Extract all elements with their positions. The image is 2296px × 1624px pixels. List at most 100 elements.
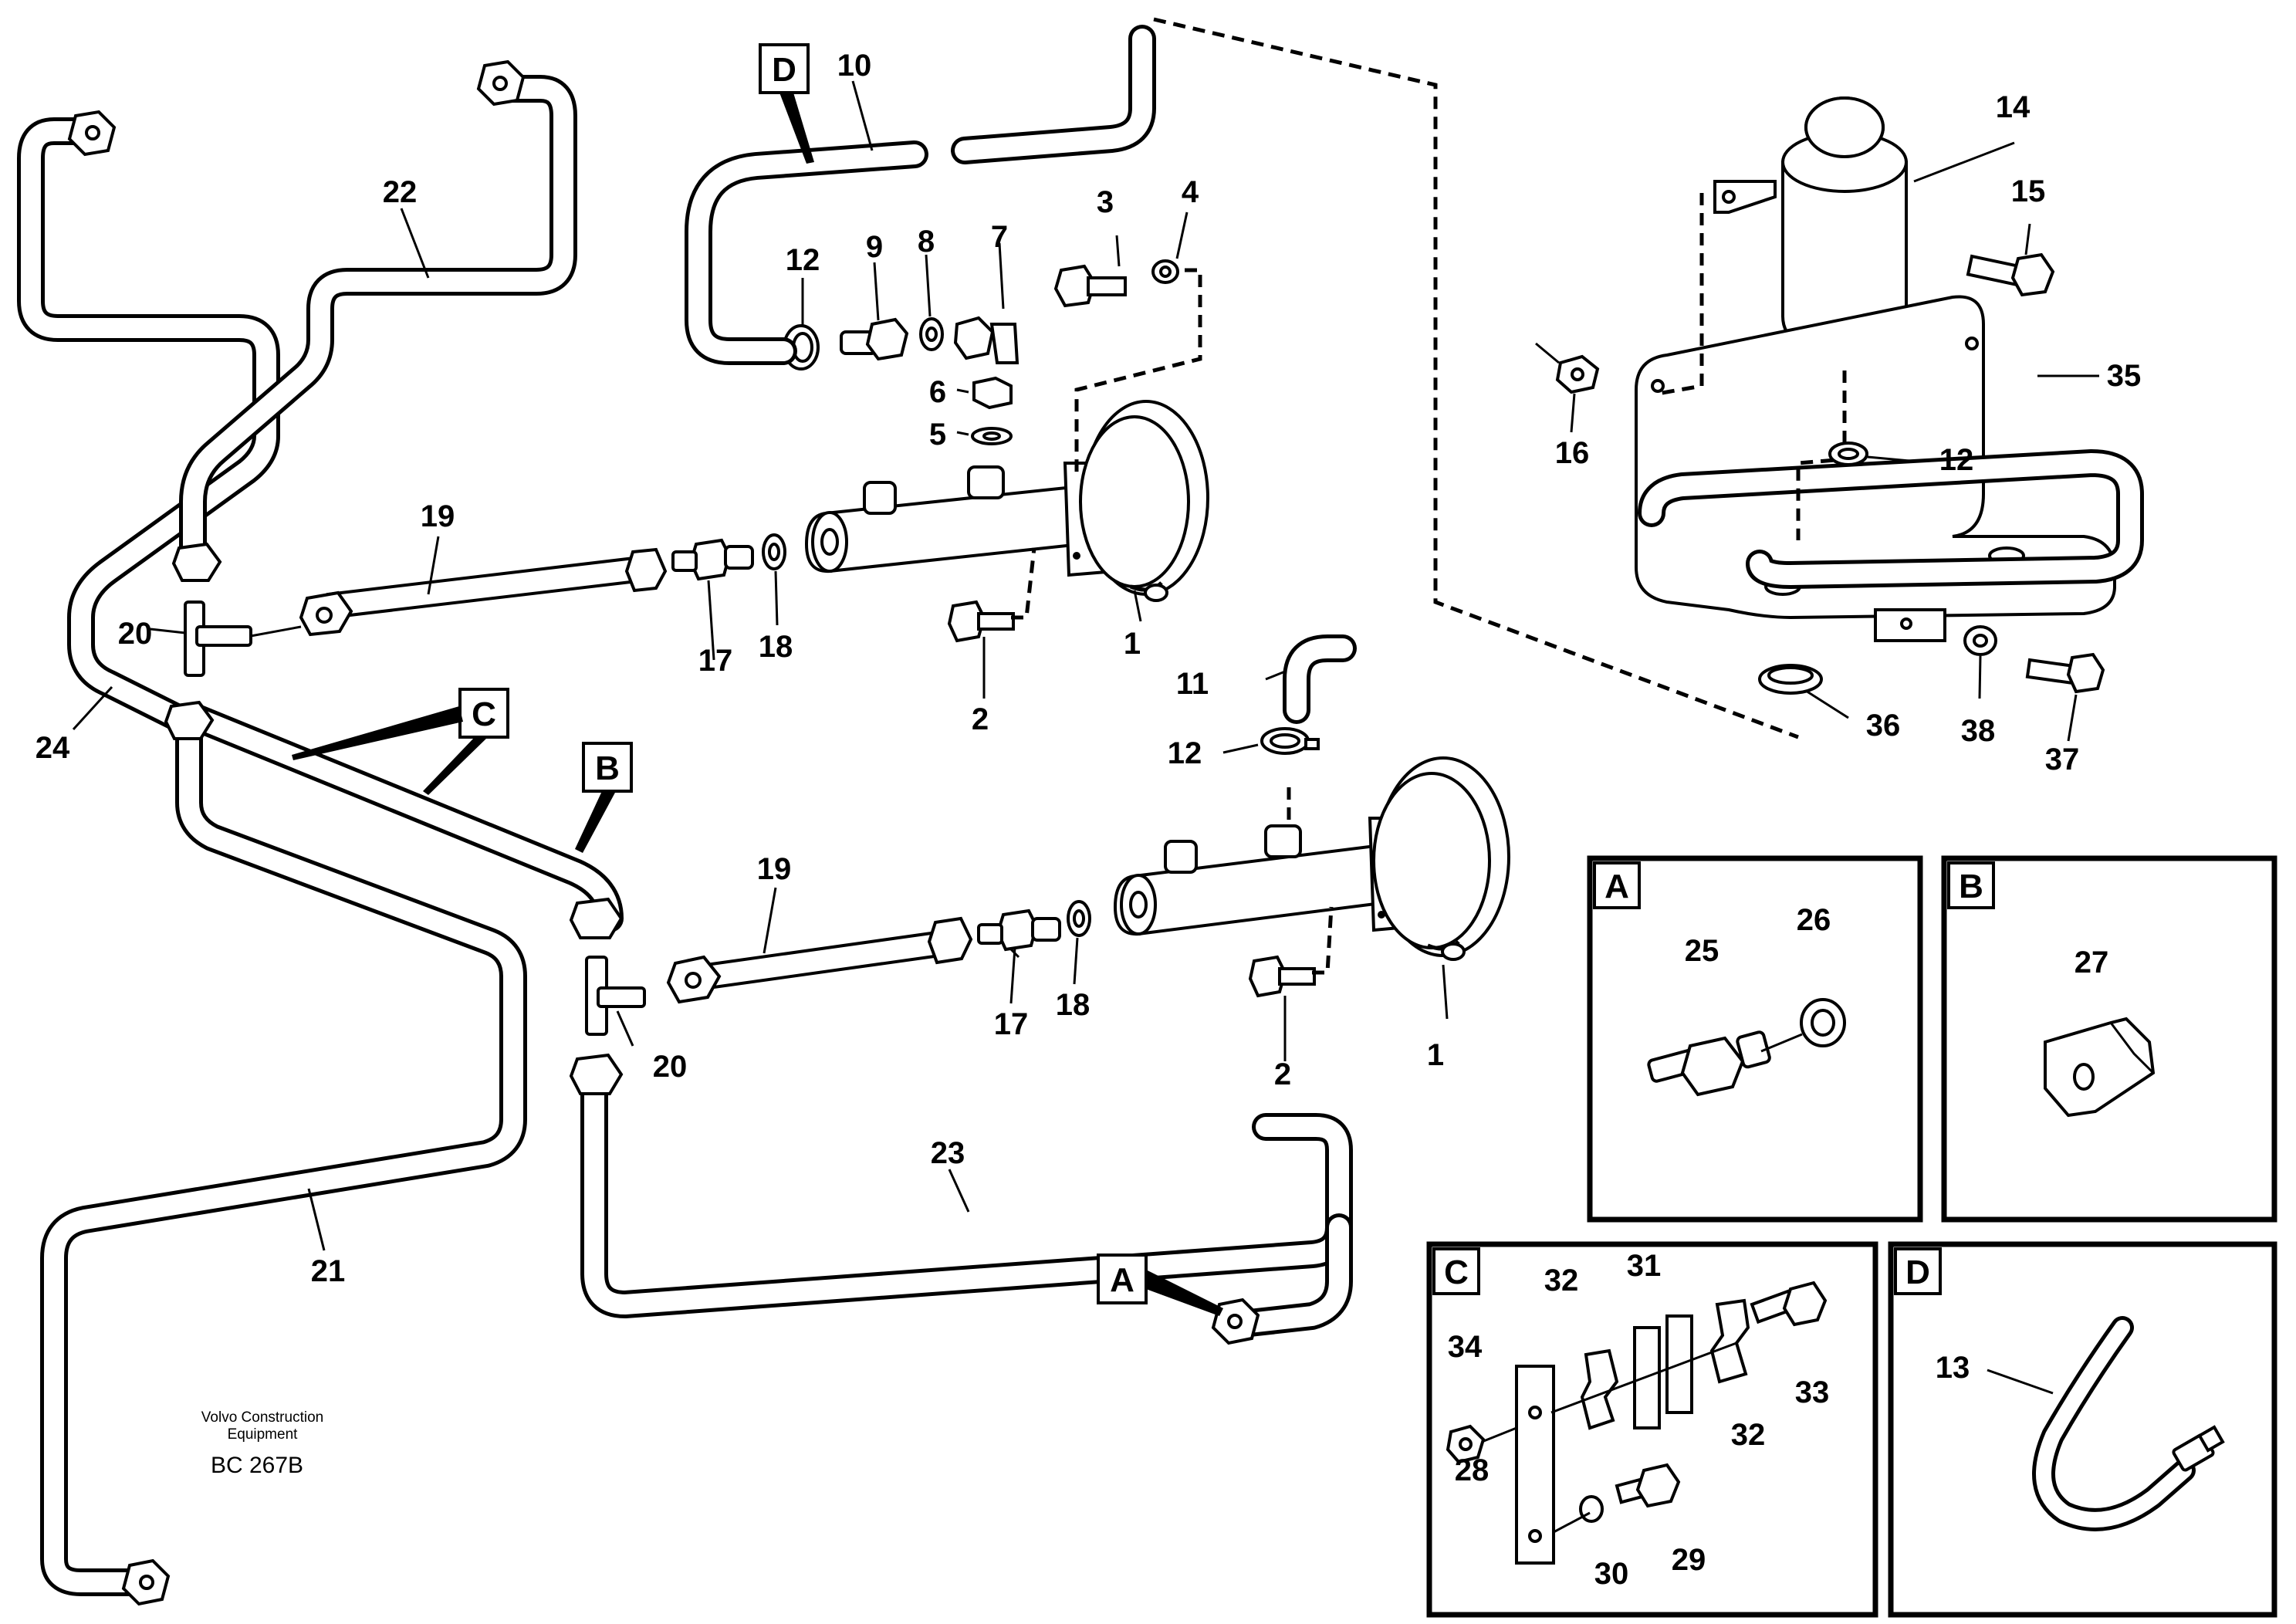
part-label-11: 11: [1176, 667, 1209, 701]
washer-38: [1963, 625, 1997, 656]
tag-letter-a: A: [1604, 868, 1629, 905]
pipe-22: [179, 75, 577, 566]
callout-c: C: [292, 688, 509, 795]
cylinder-assembly-upper: [804, 400, 1209, 602]
elbow-7: [953, 316, 1020, 364]
part-label-16: 16: [1555, 436, 1590, 470]
washer-18-upper: [762, 533, 786, 570]
bolt-37: [2025, 652, 2105, 694]
callout-d: D: [759, 43, 814, 164]
part-label-18b: 18: [1056, 988, 1091, 1022]
part-label-35: 35: [2107, 359, 2142, 393]
part-label-1a: 1: [1124, 627, 1141, 661]
part-label-3: 3: [1097, 185, 1114, 219]
drawing-code: BC 267B: [211, 1453, 303, 1478]
detail-box-d: D: [1888, 1241, 2277, 1618]
part-label-31: 31: [1627, 1249, 1662, 1283]
part-label-38: 38: [1961, 714, 1996, 748]
pipe-23: [580, 1063, 1353, 1338]
footer-company: Volvo Construction Equipment BC 267B: [201, 1409, 323, 1478]
part-label-30: 30: [1594, 1557, 1629, 1591]
tag-letter-b: B: [595, 749, 620, 787]
tag-letter-c: C: [472, 695, 496, 733]
part-label-10: 10: [837, 49, 872, 83]
bolt-15: [1966, 252, 2055, 297]
leader-lines: [72, 80, 2099, 1251]
part-label-15: 15: [2011, 174, 2046, 208]
bolt-2-lower: [1248, 906, 1334, 998]
tag-letter-a: A: [1110, 1261, 1134, 1299]
hose-10: [685, 17, 1799, 739]
detail-box-a: A: [1587, 855, 1923, 1223]
part-label-17b: 17: [994, 1007, 1029, 1041]
bolt-2-upper: [947, 547, 1036, 643]
part-label-19b: 19: [757, 852, 792, 886]
part-label-32a: 32: [1544, 1264, 1579, 1298]
part-label-14: 14: [1996, 90, 2031, 124]
part-label-2b: 2: [1274, 1057, 1291, 1091]
detail-box-b: B: [1941, 855, 2277, 1223]
tag-letter-d: D: [1905, 1254, 1930, 1291]
part-label-28: 28: [1455, 1453, 1490, 1487]
part-label-13: 13: [1936, 1351, 1970, 1385]
callout-b: B: [575, 742, 633, 853]
part-label-21: 21: [311, 1254, 346, 1288]
part-label-9: 9: [866, 230, 883, 264]
part-label-5: 5: [929, 418, 946, 452]
part-label-8: 8: [918, 225, 935, 259]
tag-letter-b: B: [1959, 868, 1983, 905]
cylinder-assembly-lower: [1113, 756, 1510, 961]
pipe-21: [40, 716, 527, 1596]
part-label-29: 29: [1672, 1543, 1706, 1577]
clamp-12-middle: [1260, 727, 1320, 755]
part-label-25: 25: [1685, 934, 1719, 968]
pipe-19-upper: [299, 547, 668, 637]
part-label-32b: 32: [1731, 1418, 1766, 1452]
adapter-9: [840, 317, 909, 361]
tag-letter-c: C: [1444, 1254, 1469, 1291]
part-label-19a: 19: [421, 499, 455, 533]
part-label-7: 7: [991, 220, 1008, 254]
pipe-19-lower: [666, 916, 973, 1004]
bracket-35: [1635, 295, 2144, 642]
hose-11: [1283, 634, 1357, 826]
part-label-4: 4: [1182, 175, 1199, 209]
part-label-20a: 20: [118, 617, 153, 651]
washer-18-lower: [1067, 900, 1091, 937]
t-fitting-20-upper: [184, 601, 302, 677]
part-label-24: 24: [36, 731, 70, 765]
part-label-26: 26: [1797, 903, 1831, 937]
part-number-labels: 1 1 2 2 3 4 5 6 7 8 9 10 11 12 12 12 13 …: [36, 49, 2142, 1591]
pipe-c: [183, 704, 624, 932]
part-label-23: 23: [931, 1136, 965, 1170]
part-label-6: 6: [929, 375, 946, 409]
washer-5: [971, 427, 1013, 445]
fitting-17-upper: [671, 538, 754, 581]
fitting-17-lower: [977, 908, 1061, 952]
part-label-27: 27: [2075, 946, 2109, 979]
callout-a: A: [1097, 1254, 1223, 1316]
tag-letter-d: D: [772, 51, 796, 89]
part-label-12a: 12: [786, 243, 820, 277]
t-fitting-20-lower: [585, 956, 646, 1036]
pipe-24: [17, 117, 280, 736]
part-label-18a: 18: [759, 630, 793, 664]
washer-8: [919, 317, 944, 351]
nut-16: [1555, 354, 1600, 394]
company-line-1: Volvo Construction: [201, 1409, 323, 1426]
part-label-12c: 12: [1939, 443, 1974, 477]
nut-6: [972, 376, 1013, 410]
detail-box-c: C: [1426, 1241, 1878, 1618]
part-label-34: 34: [1448, 1330, 1483, 1364]
dashed-lines-reservoir: [1657, 193, 1847, 540]
part-label-33: 33: [1795, 1375, 1830, 1409]
part-label-36: 36: [1866, 709, 1901, 743]
part-label-1b: 1: [1427, 1038, 1444, 1072]
part-label-22: 22: [383, 175, 418, 209]
grommet-36: [1758, 664, 1823, 695]
part-label-17a: 17: [698, 644, 733, 678]
part-label-2a: 2: [972, 702, 989, 736]
part-label-12b: 12: [1168, 736, 1202, 770]
company-line-2: Equipment: [228, 1426, 299, 1443]
